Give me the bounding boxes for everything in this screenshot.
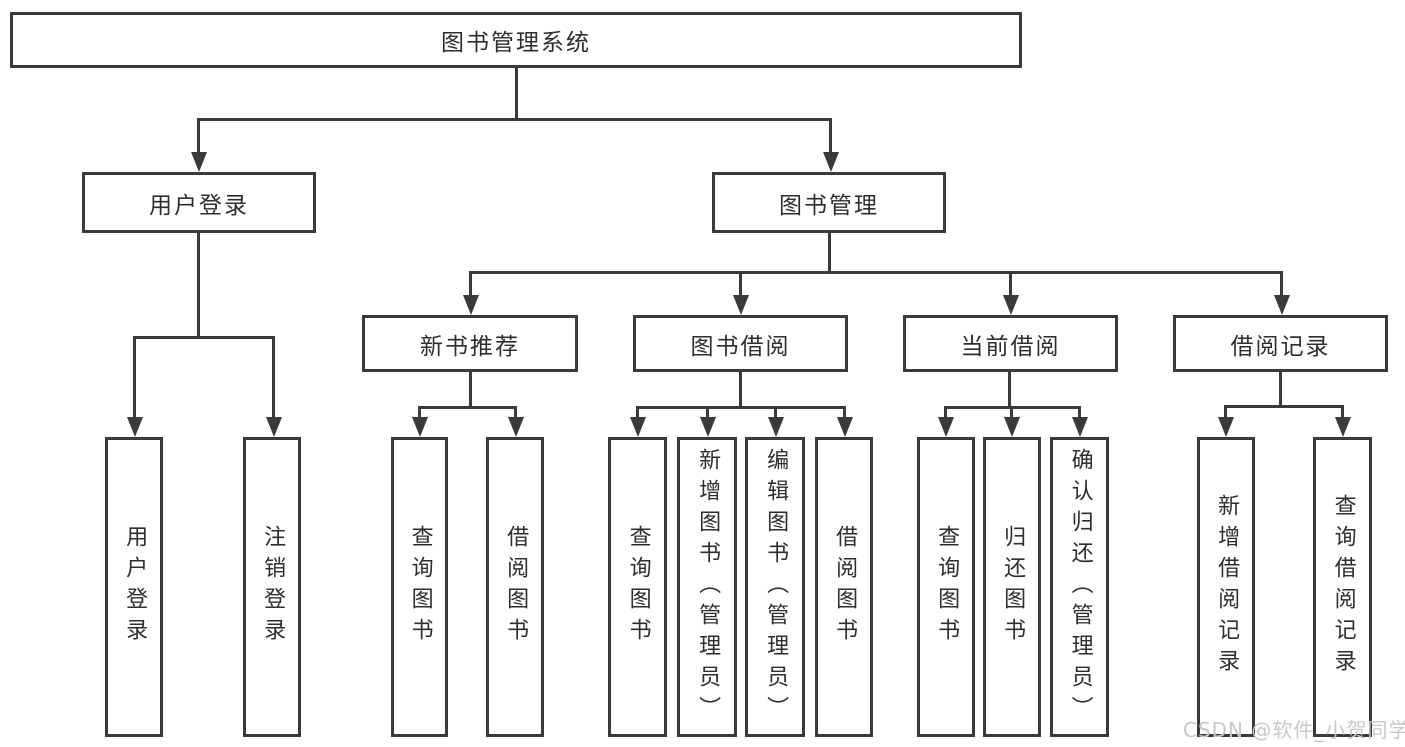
connector-stem <box>1078 406 1081 419</box>
arrow-down-icon <box>700 417 716 437</box>
connector-borrow-records-hbar <box>1224 405 1343 408</box>
arrow-down-icon <box>463 295 479 315</box>
connector-stem <box>636 406 639 419</box>
node-borrow-records: 借阅记录 <box>1173 315 1388 372</box>
arrow-down-icon <box>837 417 853 437</box>
connector-user-login-stem <box>197 233 200 336</box>
arrow-down-icon <box>191 152 207 172</box>
connector-stem <box>843 406 846 419</box>
node-root-library-management-system: 图书管理系统 <box>10 12 1022 68</box>
leaf-add-books-admin: 新增图书（管理员） <box>677 437 737 737</box>
arrow-down-icon <box>1218 417 1234 437</box>
csdn-watermark: CSDN @软件_小贺同学 <box>1183 718 1405 742</box>
leaf-query-books-borrow: 查询图书 <box>608 437 667 737</box>
connector-stem <box>944 406 947 419</box>
arrow-down-icon <box>1003 295 1019 315</box>
connector-stem <box>1341 405 1344 419</box>
leaf-edit-books-admin: 编辑图书（管理员） <box>745 437 805 737</box>
node-book-borrow: 图书借阅 <box>633 315 848 372</box>
connector-stem <box>514 406 517 419</box>
connector-stem <box>1010 406 1013 419</box>
connector-stem-book-management <box>829 118 832 155</box>
node-current-borrow: 当前借阅 <box>903 315 1118 372</box>
connector-user-login-hbar <box>133 336 275 339</box>
connector-stem <box>774 406 777 419</box>
arrow-down-icon <box>1335 417 1351 437</box>
connector-stem-new-book <box>469 271 472 297</box>
connector-stem <box>418 406 421 419</box>
connector-stem-user-login <box>197 118 200 155</box>
arrow-down-icon <box>508 417 524 437</box>
leaf-confirm-return-admin: 确认归还（管理员） <box>1050 437 1109 737</box>
arrow-down-icon <box>733 295 749 315</box>
connector-root-hbar <box>197 118 832 121</box>
arrow-down-icon <box>412 417 428 437</box>
connector-stem-leaf-login <box>133 336 136 419</box>
connector-book-management-stem <box>828 233 831 271</box>
connector-stem-leaf-logout <box>272 336 275 419</box>
node-user-login: 用户登录 <box>82 172 316 233</box>
connector-stem-borrow-records <box>1280 271 1283 297</box>
connector-book-management-hbar <box>469 271 1283 274</box>
connector-stem <box>706 406 709 419</box>
leaf-query-books-current: 查询图书 <box>917 437 975 737</box>
arrow-down-icon <box>1274 295 1290 315</box>
connector-root-stem <box>515 68 518 118</box>
connector-stem-current-borrow <box>1009 271 1012 297</box>
leaf-return-books: 归还图书 <box>983 437 1041 737</box>
connector-book-borrow-stem <box>739 372 742 406</box>
connector-current-borrow-stem <box>1008 372 1011 406</box>
leaf-borrow-books-recommend: 借阅图书 <box>486 437 544 737</box>
arrow-down-icon <box>823 152 839 172</box>
connector-book-borrow-hbar <box>636 406 846 409</box>
arrow-down-icon <box>630 417 646 437</box>
connector-borrow-records-stem <box>1279 372 1282 405</box>
leaf-logout: 注销登录 <box>243 437 301 737</box>
node-book-management: 图书管理 <box>712 172 946 233</box>
leaf-user-login: 用户登录 <box>105 437 163 737</box>
connector-new-book-stem <box>469 372 472 406</box>
arrow-down-icon <box>127 417 143 437</box>
arrow-down-icon <box>768 417 784 437</box>
leaf-query-borrow-record: 查询借阅记录 <box>1313 437 1372 737</box>
connector-new-book-hbar <box>418 406 517 409</box>
connector-stem <box>1224 405 1227 419</box>
arrow-down-icon <box>266 417 282 437</box>
connector-stem-book-borrow <box>739 271 742 297</box>
leaf-query-books-recommend: 查询图书 <box>391 437 448 737</box>
arrow-down-icon <box>938 417 954 437</box>
node-new-book-recommend: 新书推荐 <box>362 315 578 372</box>
leaf-borrow-books: 借阅图书 <box>815 437 873 737</box>
leaf-add-borrow-record: 新增借阅记录 <box>1197 437 1255 737</box>
arrow-down-icon <box>1004 417 1020 437</box>
arrow-down-icon <box>1072 417 1088 437</box>
